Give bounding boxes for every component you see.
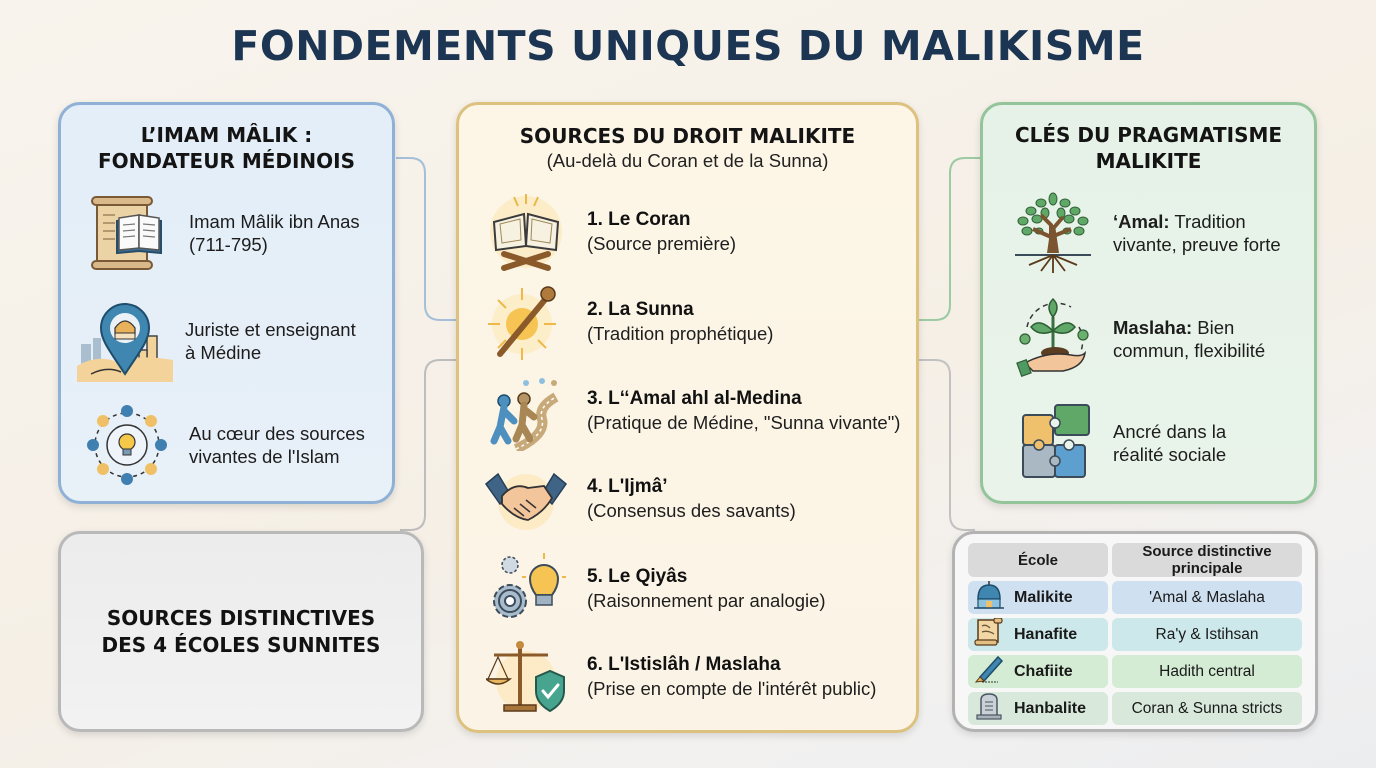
quran-on-stand-icon [481,192,571,272]
founder-heading: L’IMAM MÂLIK : FONDATEUR MÉDINOIS [61,122,392,174]
tombstone-icon [974,692,1004,725]
table-header-row: École Source distinctive principale [968,543,1302,577]
pragmatism-item-line1: Ancré dans la [1113,421,1227,442]
source-title: 5. Le Qiyâs [587,566,688,587]
schools-table-card: École Source distinctive principale Mali… [952,531,1318,732]
school-source: Hadith central [1112,655,1302,688]
source-item: 5. Le Qiyâs (Raisonnement par analogie) [481,549,826,629]
founder-item: Juriste et enseignant à Médine [77,301,356,382]
source-subtitle: (Raisonnement par analogie) [587,590,826,611]
column-header-source: Source distinctive principale [1112,543,1302,577]
schools-summary-heading-line1: SOURCES DISTINCTIVES [106,605,376,630]
fountain-pen-icon [974,655,1004,688]
schools-table: École Source distinctive principale Mali… [964,539,1306,729]
founder-heading-line2: FONDATEUR MÉDINOIS [97,149,356,173]
scales-shield-icon [481,637,571,717]
gears-lightbulb-icon [481,549,571,629]
schools-summary-heading: SOURCES DISTINCTIVES DES 4 ÉCOLES SUNNIT… [102,605,381,659]
scroll-book-icon [81,193,173,273]
table-row: Chafiite Hadith central [968,655,1302,688]
puzzle-pieces-icon [1007,403,1099,483]
founder-item: Au cœur des sources vivantes de l'Islam [81,405,365,485]
pragmatism-heading: CLÉS DU PRAGMATISME MALIKITE [983,122,1314,174]
source-subtitle: (Pratique de Médine, "Sunna vivante") [587,412,901,433]
medina-location-pin-icon [77,301,173,382]
founder-card: L’IMAM MÂLIK : FONDATEUR MÉDINOIS [58,102,395,504]
table-row: Hanbalite Coran & Sunna stricts [968,692,1302,725]
founder-heading-line1: L’IMAM MÂLIK : [140,123,313,147]
source-subtitle: (Source première) [587,233,737,254]
source-title: 1. Le Coran [587,209,691,230]
school-name: Hanafite [1014,625,1078,643]
pragmatism-item-line2: commun, flexibilité [1113,340,1266,361]
column-header-school: École [968,543,1108,577]
founder-item-line1: Imam Mâlik ibn Anas [189,211,360,232]
school-source: 'Amal & Maslaha [1112,581,1302,614]
founder-item-line2: (711-795) [189,234,268,255]
tree-roots-icon [1007,192,1099,273]
school-name: Malikite [1014,588,1073,606]
source-subtitle: (Prise en compte de l'intérêt public) [587,678,877,699]
pragmatism-item-line2: vivante, preuve forte [1113,234,1281,255]
pragmatism-item-line2: réalité sociale [1113,444,1227,465]
pragmatism-item: Ancré dans la réalité sociale [1007,403,1226,483]
source-title: 6. L'Istislâh / Maslaha [587,654,781,675]
founder-item: Imam Mâlik ibn Anas (711-795) [81,193,360,273]
pragmatism-item-keyword: ‘Amal: [1113,211,1170,232]
source-item: 6. L'Istislâh / Maslaha (Prise en compte… [481,637,876,717]
pragmatism-item-line1: Bien [1192,317,1235,338]
pragmatism-item: ‘Amal: Tradition vivante, preuve forte [1007,192,1281,273]
sources-card: SOURCES DU DROIT MALIKITE (Au-delà du Co… [456,102,919,733]
community-lightbulb-icon [81,405,173,485]
handshake-icon [481,459,571,539]
source-item: 4. L'Ijmâ’ (Consensus des savants) [481,459,796,539]
source-title: 4. L'Ijmâ’ [587,476,668,497]
source-item: 2. La Sunna (Tradition prophétique) [481,282,773,362]
founder-item-line1: Au cœur des sources [189,423,365,444]
schools-summary-card: SOURCES DISTINCTIVES DES 4 ÉCOLES SUNNIT… [58,531,424,732]
founder-item-line2: à Médine [185,342,262,363]
table-row: Hanafite Ra'y & Istihsan [968,617,1302,651]
sun-staff-icon [481,282,571,362]
source-subtitle: (Consensus des savants) [587,500,796,521]
school-name: Hanbalite [1014,699,1087,717]
source-title: 2. La Sunna [587,299,694,320]
source-title: 3. L‘‘Amal ahl al-Medina [587,388,802,409]
people-walking-path-icon [481,371,571,451]
table-row: Malikite 'Amal & Maslaha [968,581,1302,614]
sources-heading: SOURCES DU DROIT MALIKITE [519,124,856,148]
pragmatism-heading-line2: MALIKITE [1095,149,1202,173]
sources-subheading: (Au-delà du Coran et de la Sunna) [546,150,829,171]
school-name: Chafiite [1014,662,1073,680]
founder-item-line2: vivantes de l'Islam [189,446,340,467]
founder-item-line1: Juriste et enseignant [185,319,356,340]
pragmatism-item-keyword: Maslaha: [1113,317,1193,338]
school-source: Coran & Sunna stricts [1112,692,1302,725]
pragmatism-item: Maslaha: Bien commun, flexibilité [1007,297,1266,379]
schools-summary-heading-line2: DES 4 ÉCOLES SUNNITES [101,632,381,657]
source-item: 1. Le Coran (Source première) [481,192,736,272]
page-title: FONDEMENTS UNIQUES DU MALIKISME [231,22,1145,70]
school-source: Ra'y & Istihsan [1112,618,1302,651]
pragmatism-card: CLÉS DU PRAGMATISME MALIKITE ‘Amal: Trad… [980,102,1317,504]
pragmatism-item-line1: Tradition [1169,211,1246,232]
source-subtitle: (Tradition prophétique) [587,323,774,344]
mosque-dome-icon [974,581,1004,614]
scroll-calligraphy-icon [974,617,1004,651]
pragmatism-heading-line1: CLÉS DU PRAGMATISME [1014,123,1283,147]
plant-in-hand-icon [1007,297,1099,379]
source-item: 3. L‘‘Amal ahl al-Medina (Pratique de Mé… [481,371,900,451]
